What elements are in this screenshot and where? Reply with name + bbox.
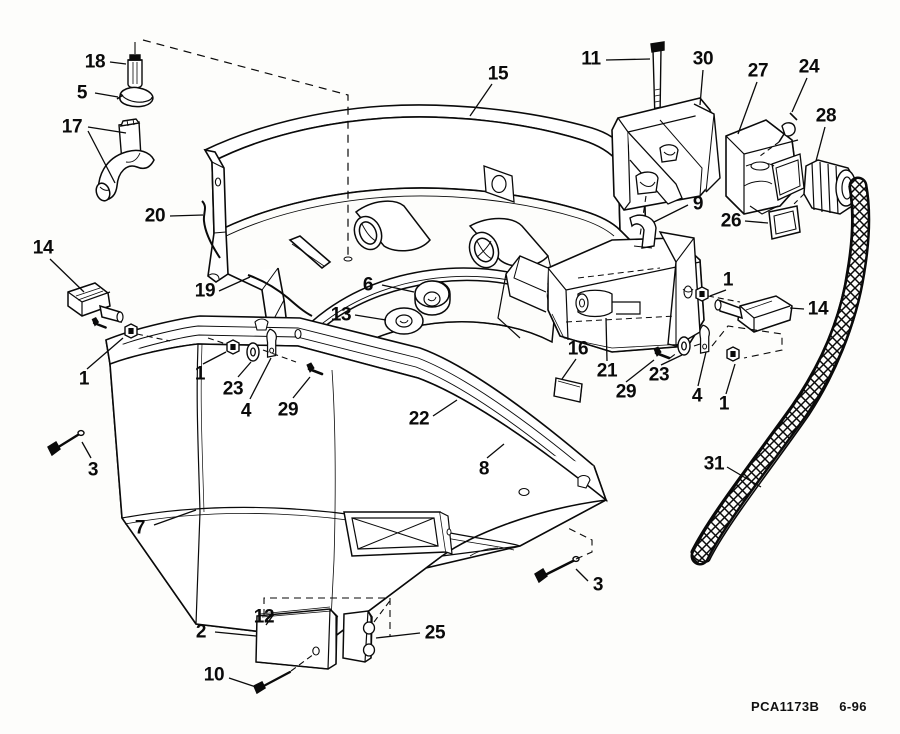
callout-24[interactable]: 24	[798, 56, 820, 78]
callout-10[interactable]: 10	[203, 664, 225, 686]
callout-16[interactable]: 16	[567, 338, 589, 360]
callout-22[interactable]: 22	[408, 408, 430, 430]
callout-17[interactable]: 17	[61, 116, 83, 138]
callout-3-left[interactable]: 3	[87, 459, 99, 481]
callout-3-right[interactable]: 3	[592, 574, 604, 596]
drawing-footer: PCA1173B 6-96	[751, 699, 867, 714]
drawing-number: PCA1173B	[751, 699, 820, 714]
drawing-revision-date: 6-96	[839, 699, 867, 714]
callout-27[interactable]: 27	[747, 60, 769, 82]
callout-21[interactable]: 21	[596, 360, 618, 382]
callout-25[interactable]: 25	[424, 622, 446, 644]
callout-29-right[interactable]: 29	[615, 381, 637, 403]
callout-26[interactable]: 26	[720, 210, 742, 232]
callout-30[interactable]: 30	[692, 48, 714, 70]
callout-12[interactable]: 12	[253, 606, 275, 628]
callout-5[interactable]: 5	[76, 82, 88, 104]
callout-2[interactable]: 2	[195, 621, 207, 643]
callout-9[interactable]: 9	[692, 193, 704, 215]
callout-1-b[interactable]: 1	[194, 363, 206, 385]
callout-14-left[interactable]: 14	[32, 237, 54, 259]
callout-20[interactable]: 20	[144, 205, 166, 227]
callout-18[interactable]: 18	[84, 51, 106, 73]
callout-19[interactable]: 19	[194, 280, 216, 302]
callout-6[interactable]: 6	[362, 274, 374, 296]
callout-11[interactable]: 11	[581, 48, 601, 70]
callout-29-left[interactable]: 29	[277, 399, 299, 421]
callout-14-right[interactable]: 14	[807, 298, 829, 320]
callout-1-a[interactable]: 1	[78, 368, 90, 390]
callout-1-c[interactable]: 1	[722, 269, 734, 291]
callout-4-left[interactable]: 4	[240, 400, 252, 422]
callout-8[interactable]: 8	[478, 458, 490, 480]
callout-7[interactable]: 7	[134, 517, 146, 539]
callout-1-d[interactable]: 1	[718, 393, 730, 415]
callout-31[interactable]: 31	[703, 453, 725, 475]
callout-13[interactable]: 13	[330, 304, 352, 326]
callout-4-right[interactable]: 4	[691, 385, 703, 407]
callout-15[interactable]: 15	[487, 63, 509, 85]
callout-23-left[interactable]: 23	[222, 378, 244, 400]
callout-28[interactable]: 28	[815, 105, 837, 127]
callout-23-right[interactable]: 23	[648, 364, 670, 386]
